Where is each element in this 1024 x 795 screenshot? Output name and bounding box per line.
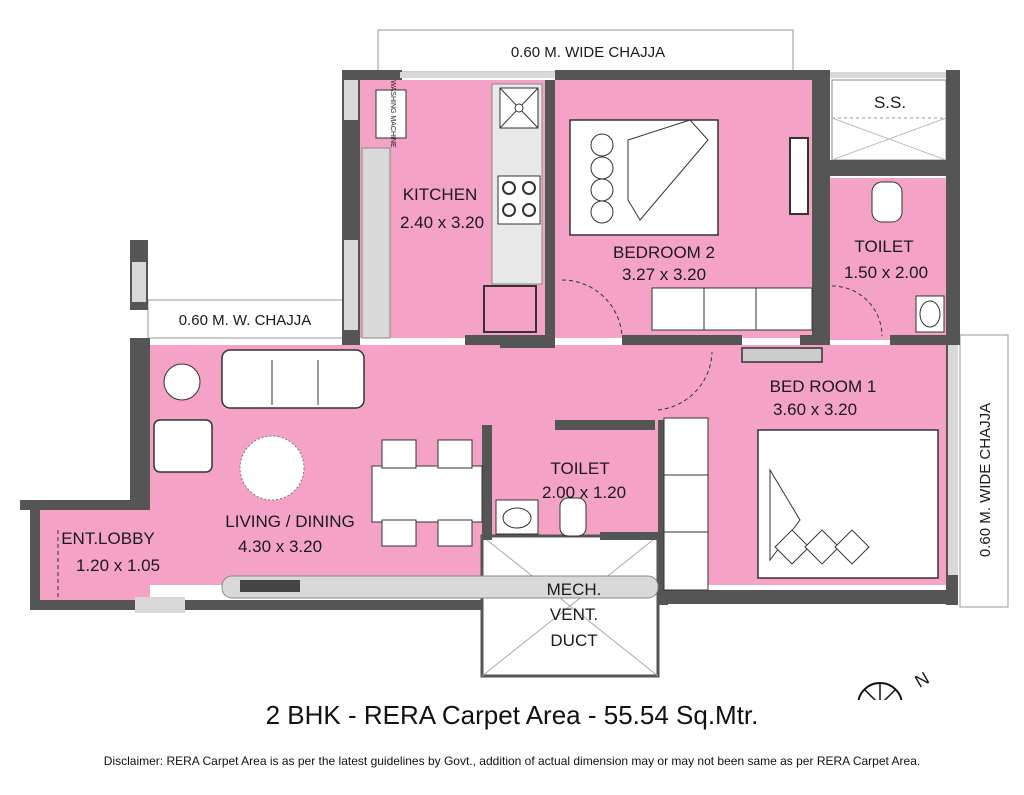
kitchen-dim: 2.40 x 3.20 [400, 213, 484, 232]
ss-area [831, 79, 947, 161]
bedroom2-name: BEDROOM 2 [613, 243, 715, 262]
armchair-icon [153, 419, 213, 473]
bedroom1-name: BED ROOM 1 [770, 377, 877, 396]
rug-icon [239, 435, 305, 501]
windows [132, 72, 958, 575]
duct-area [480, 534, 660, 678]
kitchen-counter [361, 83, 543, 339]
toilet2-dim: 2.00 x 1.20 [542, 483, 626, 502]
north-arrow-icon [857, 682, 903, 700]
chajja-top-label: 0.60 M. WIDE CHAJJA [511, 44, 665, 61]
wardrobe-1-icon [663, 417, 709, 591]
tv-unit-icon-2 [741, 347, 823, 363]
dining-table-icon [371, 439, 483, 547]
disclaimer-text: Disclaimer: RERA Carpet Area is as per t… [103, 754, 921, 768]
living-dim: 4.30 x 3.20 [238, 537, 322, 556]
toilet2-name: TOILET [550, 459, 609, 478]
chajja-left-label: 0.60 M. W. CHAJJA [179, 312, 312, 329]
bedroom1-dim: 3.60 x 3.20 [773, 400, 857, 419]
lobby-name: ENT.LOBBY [61, 529, 155, 548]
wardrobe-2-icon [651, 287, 813, 331]
tv-icon [240, 580, 300, 592]
tv-unit-icon [789, 137, 809, 215]
sofa-icon [221, 349, 365, 409]
top-chajja [377, 29, 794, 73]
bedroom2-dim: 3.27 x 3.20 [622, 265, 706, 284]
floor-plan: WASHING MACHINE [20, 29, 1009, 700]
duct-line2: VENT. [550, 605, 598, 624]
door-swing-bedroom1 [657, 351, 713, 411]
living-counter [221, 575, 659, 599]
bed-2-icon [569, 119, 719, 236]
side-table-icon [163, 363, 201, 401]
toilet1-dim: 1.50 x 2.00 [844, 263, 928, 282]
toilet-2-fixtures [495, 497, 587, 537]
toilet1-name: TOILET [854, 237, 913, 256]
door-swing-bedroom2 [561, 279, 623, 337]
lobby-dim: 1.20 x 1.05 [76, 556, 160, 575]
chajja-right-label: 0.60 M. WIDE CHAJJA [977, 403, 994, 557]
north-label: N [911, 668, 932, 692]
plan-title: 2 BHK - RERA Carpet Area - 55.54 Sq.Mtr. [265, 700, 759, 730]
toilet-1-fixtures [831, 181, 945, 337]
right-chajja [959, 334, 1009, 608]
living-name: LIVING / DINING [225, 512, 354, 531]
duct-line3: DUCT [550, 631, 597, 650]
kitchen-name: KITCHEN [403, 185, 478, 204]
bed-1-icon [757, 429, 939, 579]
washing-machine-icon: WASHING MACHINE [375, 80, 407, 148]
ss-label: S.S. [874, 93, 906, 112]
duct-line1: MECH. [547, 580, 602, 599]
svg-text:WASHING MACHINE: WASHING MACHINE [389, 80, 396, 148]
walls [20, 70, 960, 613]
left-chajja [147, 299, 349, 339]
